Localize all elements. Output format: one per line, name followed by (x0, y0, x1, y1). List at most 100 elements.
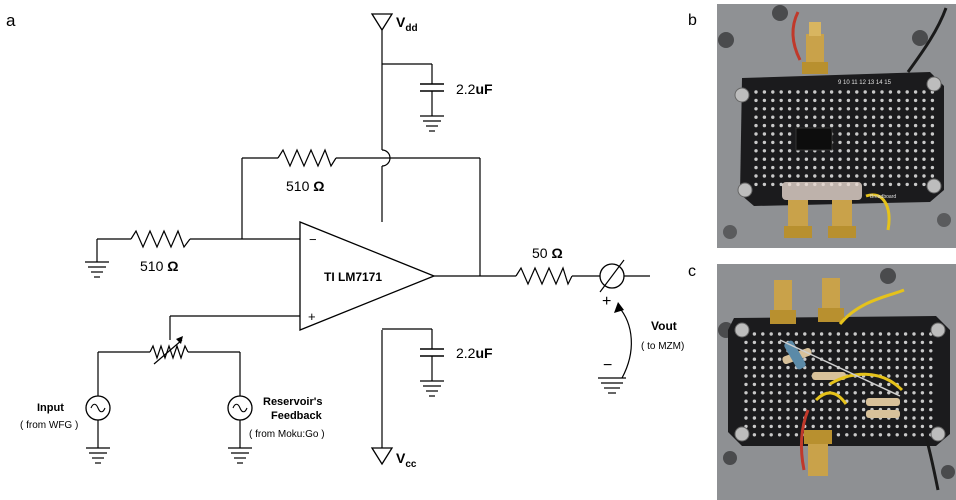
output-terminal-icon (599, 259, 625, 293)
perfboard-hole (905, 115, 909, 119)
perfboard-hole (754, 140, 758, 145)
perfboard-hole (796, 98, 800, 103)
perfboard-hole (761, 365, 765, 370)
perfboard-hole (871, 182, 876, 187)
output-plus-sign: + (602, 293, 611, 310)
board-b-column-numbers: 9 10 11 12 13 14 15 (838, 80, 892, 86)
perfboard-hole (821, 90, 825, 94)
perfboard-hole (771, 157, 775, 161)
output-resistor-label: 50 Ω (532, 245, 563, 261)
perfboard-hole (880, 140, 884, 145)
feedback-source-label-line1: Reservoir's (263, 396, 323, 408)
perfboard-hole (903, 382, 908, 387)
perfboard-hole (803, 332, 807, 336)
perfboard-hole (754, 123, 758, 128)
perfboard-hole (855, 115, 859, 119)
perfboard-hole (804, 107, 809, 111)
perfboard-hole (821, 115, 825, 119)
perfboard-hole (855, 149, 859, 153)
vdd-label: Vdd (396, 14, 418, 34)
perfboard-hole (769, 374, 773, 378)
perfboard-hole (870, 357, 874, 361)
opamp-label: TI LM7171 (324, 270, 382, 284)
perfboard-hole (804, 157, 809, 161)
perfboard-hole (803, 340, 807, 345)
perfboard-hole (929, 340, 933, 345)
perfboard-hole (836, 357, 841, 361)
perfboard-hole (803, 374, 807, 378)
perfboard-hole (845, 391, 849, 395)
perfboard-hole (903, 340, 908, 345)
perfboard-hole (821, 157, 825, 161)
perfboard-hole (779, 107, 783, 111)
perfboard-hole (871, 149, 876, 153)
perfboard-hole (821, 107, 825, 111)
perfboard-hole (855, 123, 859, 128)
perfboard-hole (762, 149, 767, 153)
perfboard-hole (895, 374, 899, 378)
perfboard-hole (863, 174, 867, 178)
perfboard-hole (853, 357, 857, 361)
perfboard-hole (769, 416, 773, 420)
perfboard-hole (771, 98, 775, 103)
perfboard-hole (771, 149, 775, 153)
perfboard-hole (761, 332, 765, 336)
perfboard-hole (905, 123, 909, 128)
noninverting-input-wire (97, 315, 300, 448)
perfboard-hole (897, 98, 901, 103)
perfboard-hole (863, 157, 867, 161)
perfboard-hole (870, 433, 874, 437)
perfboard-hole (846, 98, 851, 103)
perfboard-hole (845, 349, 849, 353)
perfboard-hole (754, 157, 758, 161)
perfboard-hole (786, 332, 790, 336)
perfboard-hole (912, 433, 916, 437)
perfboard-hole (905, 165, 909, 170)
perfboard-hole (922, 115, 926, 119)
perfboard-hole (870, 424, 874, 429)
perfboard-hole (811, 424, 815, 429)
perfboard-hole (863, 140, 867, 145)
perfboard-hole (803, 399, 807, 403)
perfboard-hole (861, 399, 866, 403)
perfboard-hole (762, 107, 767, 111)
perfboard-hole (903, 374, 908, 378)
perfboard-hole (769, 357, 773, 361)
perfboard-hole (794, 340, 799, 345)
perfboard-hole (888, 90, 893, 94)
perfboard-hole (744, 357, 748, 361)
perfboard-hole (880, 123, 884, 128)
perfboard-hole (855, 140, 859, 145)
perfboard-hole (777, 365, 782, 370)
perfboard-hole (878, 433, 883, 437)
perfboard-hole (913, 90, 918, 94)
perfboard-hole (786, 365, 790, 370)
perfboard-hole (870, 349, 874, 353)
perfboard-hole (794, 399, 799, 403)
perfboard-hole (880, 115, 884, 119)
perfboard-hole (846, 140, 851, 145)
perfboard-hole (903, 357, 908, 361)
perfboard-hole (846, 90, 851, 94)
perfboard-hole (871, 174, 876, 178)
perfboard-hole (803, 407, 807, 412)
perfboard-hole (887, 357, 891, 361)
perfboard-hole (813, 107, 817, 111)
perfboard-hole (929, 365, 933, 370)
perfboard-hole (903, 349, 908, 353)
perfboard-hole (878, 382, 883, 387)
perfboard-hole (888, 115, 893, 119)
perfboard-hole (880, 182, 884, 187)
perfboard-hole (897, 132, 901, 136)
perfboard-hole (752, 332, 757, 336)
perfboard-hole (922, 140, 926, 145)
perfboard-hole (871, 98, 876, 103)
perfboard-hole (880, 90, 884, 94)
perfboard-hole (912, 391, 916, 395)
perfboard-hole (845, 433, 849, 437)
output-arrow-head (614, 302, 624, 313)
perfboard-hole (796, 107, 800, 111)
perfboard-hole (922, 107, 926, 111)
perfboard-hole (828, 416, 832, 420)
